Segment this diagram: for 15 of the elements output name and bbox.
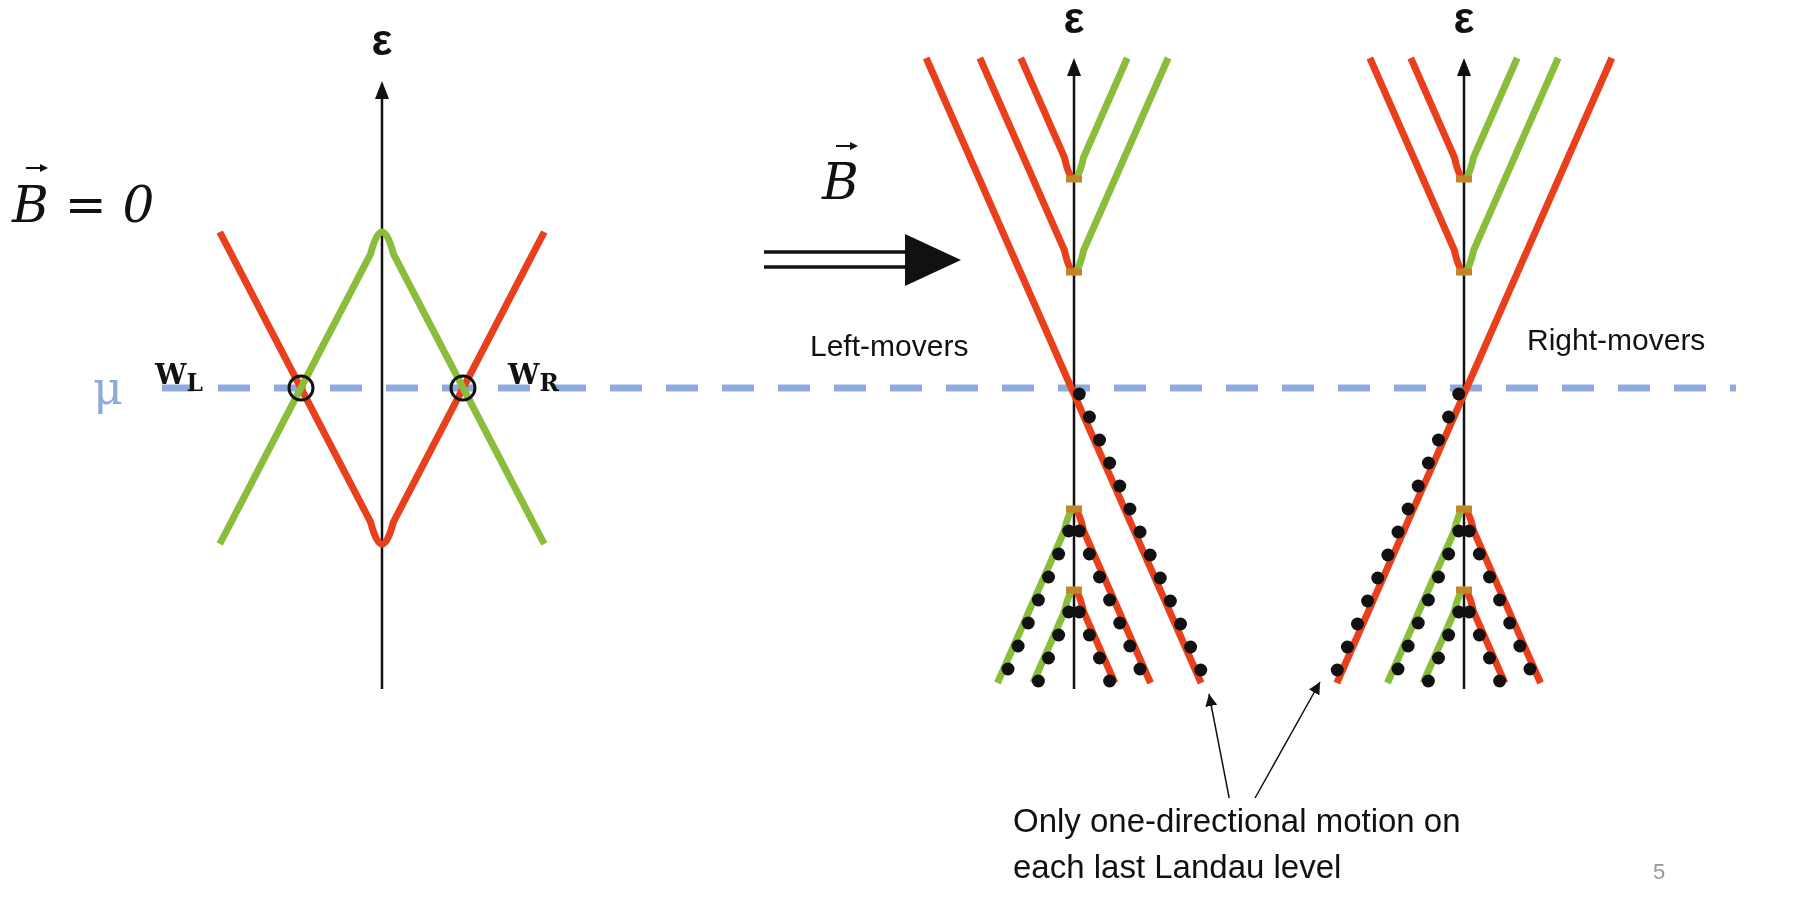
label-text: Right-movers <box>1527 325 1706 355</box>
landau-level-drawing <box>994 387 1208 688</box>
page-number: 5 <box>1652 861 1666 883</box>
label-text: ε <box>1063 0 1085 40</box>
note-text: Only one-directional motion on each last Landau level <box>1013 798 1483 891</box>
label-text: W$_{R}$ <box>508 361 559 395</box>
leader-line <box>1254 681 1321 799</box>
label-text: B = 0 <box>12 180 155 230</box>
label-text: Left-movers <box>810 331 969 361</box>
leader-line <box>1205 693 1230 799</box>
label-text: ε <box>371 18 393 62</box>
label-text: B <box>822 157 859 207</box>
landau-level-drawing <box>1330 387 1544 688</box>
label-text: ε <box>1453 0 1475 40</box>
label-text: W$_{L}$ <box>155 361 203 395</box>
